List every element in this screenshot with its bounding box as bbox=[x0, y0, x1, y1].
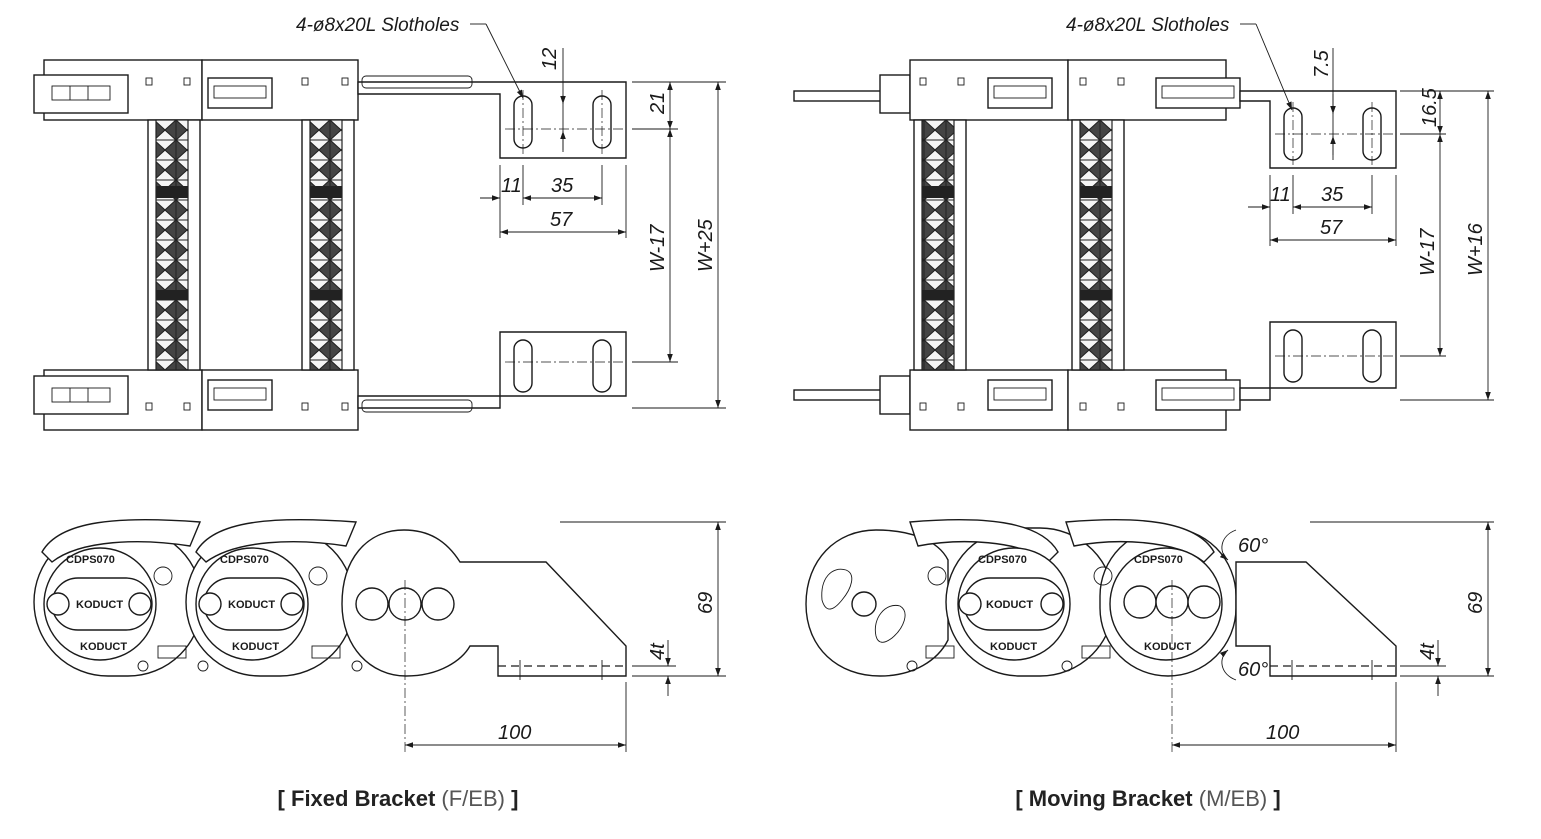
moving-link-1-brand: KODUCT bbox=[986, 599, 1033, 611]
fixed-link-2-brand: KODUCT bbox=[228, 599, 275, 611]
fixed-bracket-top-plate bbox=[357, 81, 627, 159]
moving-dim-length: 57 bbox=[1320, 217, 1343, 239]
fixed-side-view: CDPS070 KODUCT KODUCT CDPS070 KODUCT KOD… bbox=[33, 518, 726, 752]
moving-caption-code: (M/EB) bbox=[1198, 786, 1268, 811]
fixed-dim-pitch: 35 bbox=[551, 175, 574, 197]
fixed-link-1-brand-2: KODUCT bbox=[80, 641, 127, 653]
fixed-bracket-bottom-plate bbox=[357, 331, 627, 409]
moving-top-view: 4-ø8x20L Slotholes 7.5 16.5 11 35 57 W-1… bbox=[793, 15, 1494, 431]
fixed-caption-open: [ bbox=[277, 786, 291, 811]
moving-side-link-2: CDPS070 KODUCT bbox=[1061, 518, 1237, 677]
moving-bracket-bottom-plate bbox=[1239, 321, 1397, 401]
moving-side-view: CDPS070 KODUCT KODUCT CDPS070 KODUCT 60°… bbox=[805, 518, 1494, 752]
moving-bracket-caption: [ Moving Bracket (M/EB) ] bbox=[868, 786, 1428, 812]
fixed-side-bracket bbox=[341, 529, 627, 677]
moving-dim-projection: 100 bbox=[1266, 722, 1299, 744]
fixed-side-link-1: CDPS070 KODUCT KODUCT bbox=[33, 518, 203, 677]
fixed-caption-name: Fixed Bracket bbox=[291, 786, 436, 811]
moving-dim-height: 69 bbox=[1465, 592, 1487, 614]
moving-side-plate bbox=[1235, 561, 1397, 677]
fixed-link-2-brand-2: KODUCT bbox=[232, 641, 279, 653]
moving-dim-slot-offset: 7.5 bbox=[1311, 49, 1333, 78]
moving-dim-inner-width: W-17 bbox=[1417, 228, 1439, 276]
moving-dim-edge: 11 bbox=[1270, 184, 1291, 206]
moving-angle-bottom: 60° bbox=[1238, 659, 1268, 681]
fixed-dim-projection: 100 bbox=[498, 722, 531, 744]
moving-link-2-mark: CDPS070 bbox=[1134, 554, 1183, 566]
fixed-crossbar-1 bbox=[155, 119, 189, 371]
fixed-dim-edge: 11 bbox=[501, 175, 522, 197]
fixed-dim-height: 69 bbox=[695, 592, 717, 614]
fixed-dim-length: 57 bbox=[550, 209, 573, 231]
fixed-link-2-mark: CDPS070 bbox=[220, 554, 269, 566]
moving-bracket-top-plate bbox=[1239, 90, 1397, 169]
moving-link-1-mark: CDPS070 bbox=[978, 554, 1027, 566]
moving-link-2-brand: KODUCT bbox=[1144, 641, 1191, 653]
fixed-crossbar-2 bbox=[309, 119, 343, 371]
moving-dim-thickness: 4t bbox=[1417, 642, 1439, 660]
fixed-top-view: 4-ø8x20L Slotholes 12 21 11 35 57 W-17 W… bbox=[33, 15, 726, 431]
moving-caption-open: [ bbox=[1015, 786, 1029, 811]
fixed-link-1-brand: KODUCT bbox=[76, 599, 123, 611]
moving-crossbar-1 bbox=[921, 119, 955, 371]
fixed-caption-code: (F/EB) bbox=[441, 786, 505, 811]
fixed-bracket-caption: [ Fixed Bracket (F/EB) ] bbox=[118, 786, 678, 812]
moving-link-1-brand-2: KODUCT bbox=[990, 641, 1037, 653]
fixed-link-1-mark: CDPS070 bbox=[66, 554, 115, 566]
fixed-slot-hole-4 bbox=[592, 339, 612, 393]
moving-callout-slotholes: 4-ø8x20L Slotholes bbox=[1066, 15, 1230, 36]
fixed-dim-outer-width: W+25 bbox=[695, 218, 717, 272]
moving-side-bracket bbox=[805, 529, 949, 677]
moving-dim-pitch: 35 bbox=[1321, 184, 1344, 206]
moving-angle-top: 60° bbox=[1238, 535, 1268, 557]
fixed-caption-close: ] bbox=[504, 786, 519, 811]
moving-dim-outer-width: W+16 bbox=[1465, 222, 1487, 276]
fixed-dim-slot-offset: 12 bbox=[539, 48, 561, 70]
rotation-arrow-top-icon bbox=[1219, 529, 1237, 561]
moving-crossbar-2 bbox=[1079, 119, 1113, 371]
fixed-dim-thickness: 4t bbox=[647, 642, 669, 660]
fixed-dim-inner-width: W-17 bbox=[647, 224, 669, 272]
moving-dim-top-margin: 16.5 bbox=[1419, 87, 1441, 127]
moving-caption-name: Moving Bracket bbox=[1028, 786, 1193, 811]
fixed-side-link-2: CDPS070 KODUCT KODUCT bbox=[185, 518, 363, 677]
fixed-slot-hole-3 bbox=[513, 339, 533, 393]
fixed-dim-top-margin: 21 bbox=[647, 92, 669, 115]
moving-side-link-1: CDPS070 KODUCT KODUCT bbox=[909, 518, 1115, 677]
moving-caption-close: ] bbox=[1267, 786, 1281, 811]
fixed-callout-slotholes: 4-ø8x20L Slotholes bbox=[296, 15, 460, 36]
rotation-arrow-bottom-icon bbox=[1219, 649, 1237, 681]
